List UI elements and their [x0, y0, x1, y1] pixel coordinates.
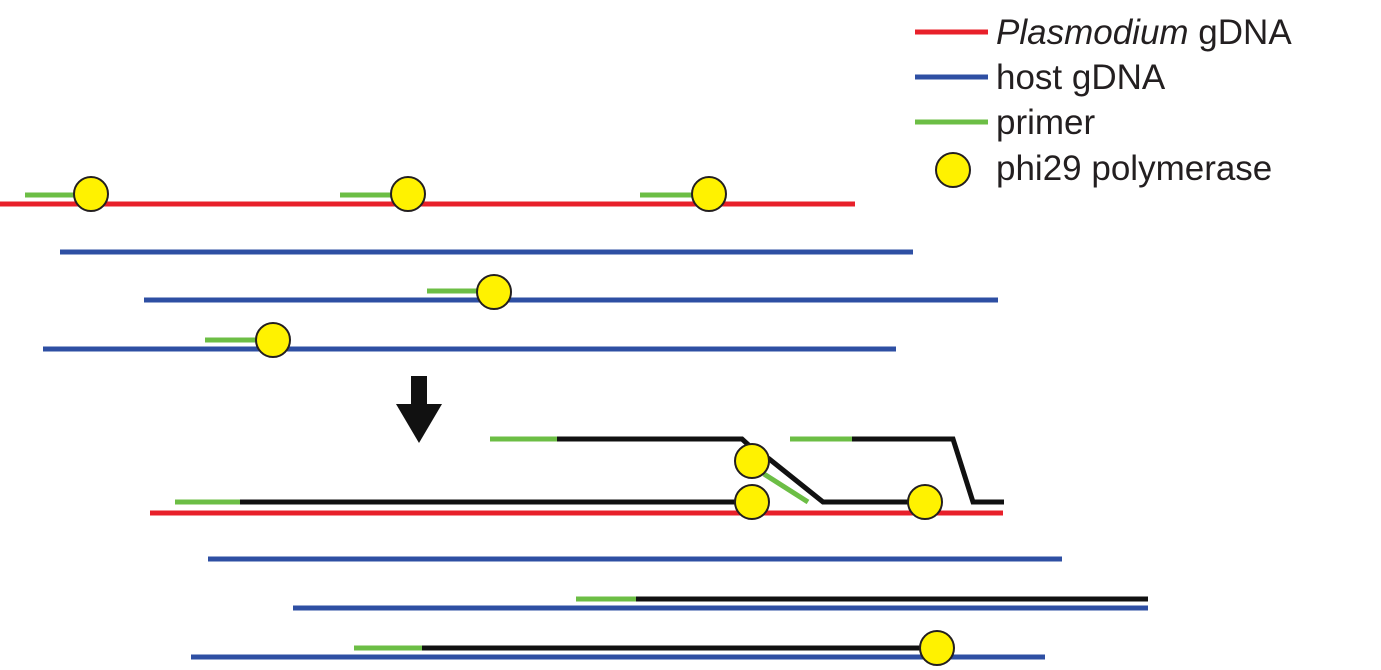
displaced-strand: [852, 436, 1004, 505]
polymerase-circle-icon: [476, 274, 512, 310]
legend-primer-label: primer: [996, 103, 1096, 142]
polymerase-circle-icon: [907, 484, 943, 520]
legend: Plasmodium gDNA host gDNA primer phi29 p…: [915, 13, 1292, 188]
legend-plasmodium-label: Plasmodium gDNA: [996, 13, 1292, 52]
polymerase-circle-icon: [734, 443, 770, 479]
legend-host-label: host gDNA: [996, 58, 1166, 97]
displaced-strand: [557, 436, 767, 462]
displaced-strand: [766, 456, 912, 505]
polymerase-circle-icon: [935, 152, 971, 188]
legend-polymerase-label: phi29 polymerase: [996, 149, 1272, 188]
primer: [762, 471, 810, 505]
polymerase-circle-icon: [734, 484, 770, 520]
polymerase-circle-icon: [390, 176, 426, 212]
panel-after: [150, 436, 1148, 666]
down-arrow-icon: [396, 376, 442, 443]
polymerase-circle-icon: [919, 630, 955, 666]
polymerase-circle-icon: [691, 176, 727, 212]
polymerase-circle-icon: [255, 322, 291, 358]
polymerase-circle-icon: [73, 176, 109, 212]
panel-before: [0, 176, 998, 358]
